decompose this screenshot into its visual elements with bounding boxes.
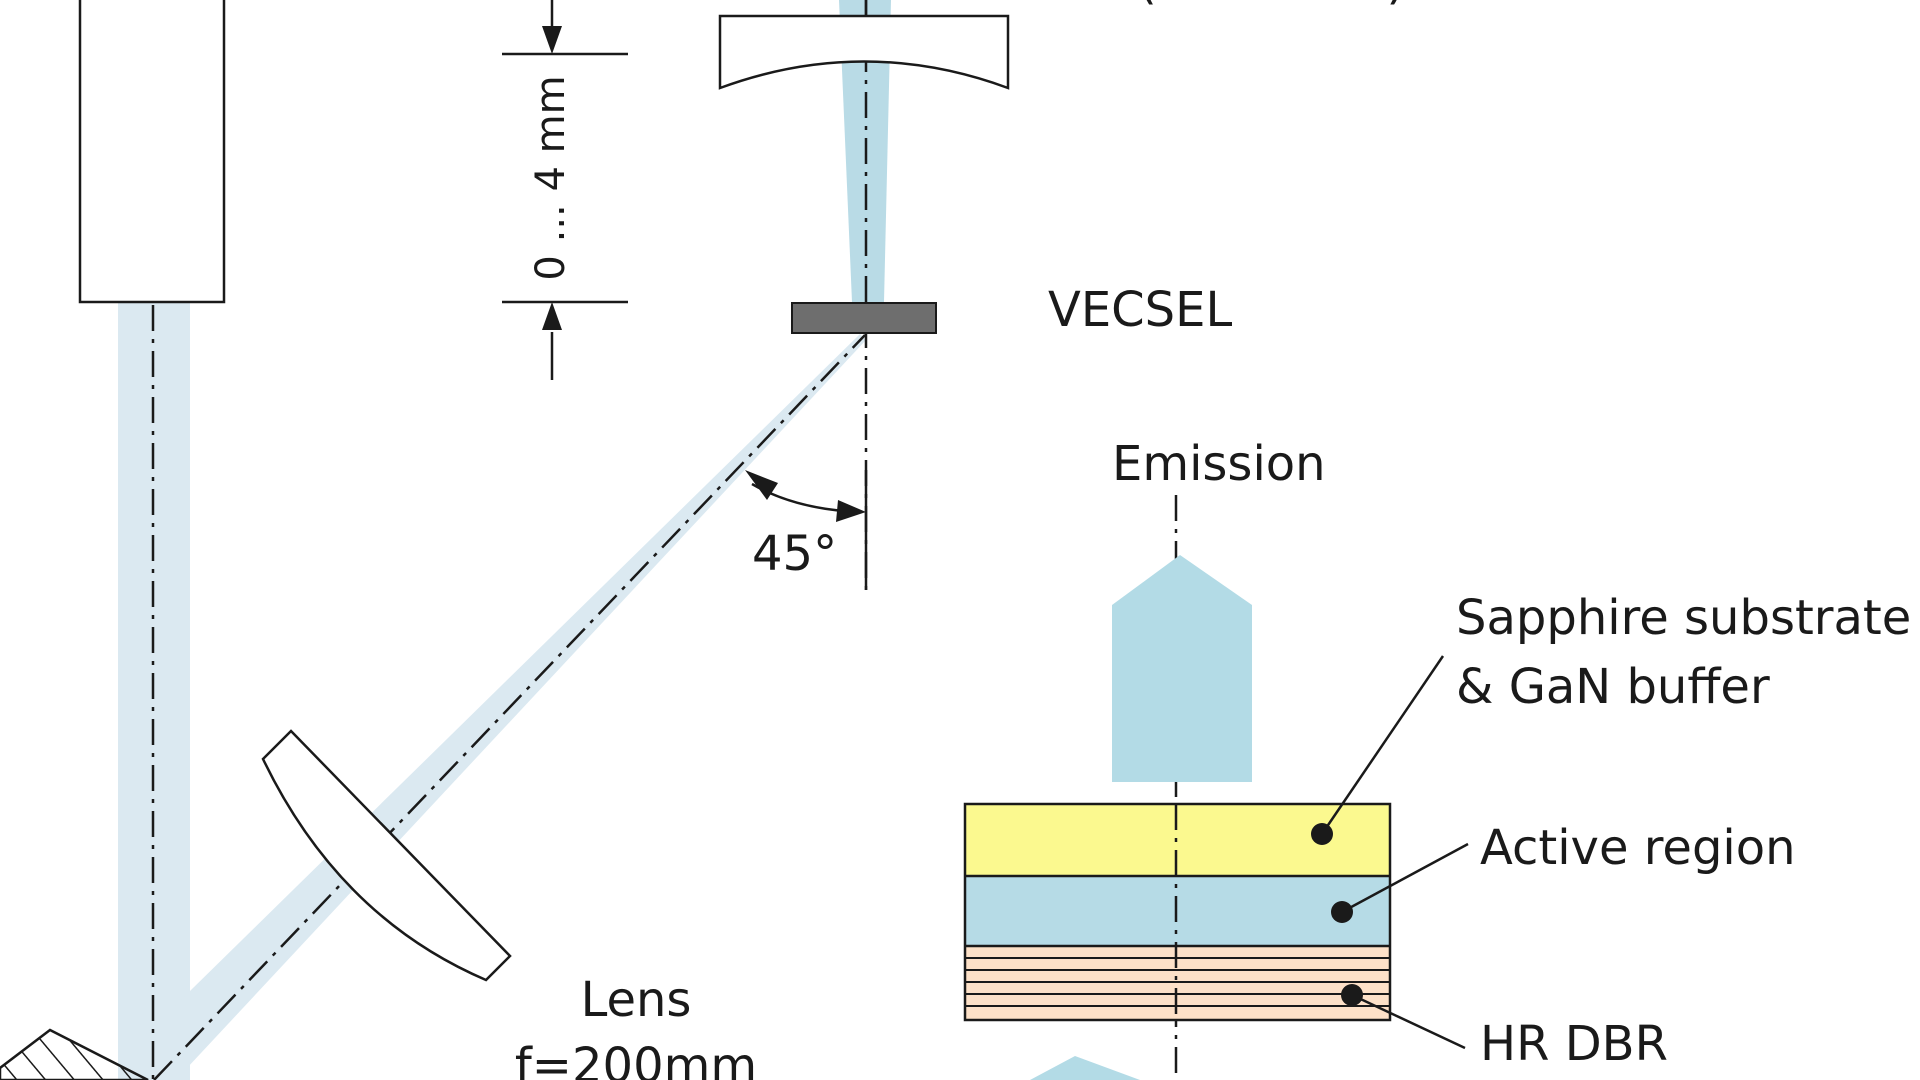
pump-laser-housing <box>78 0 226 304</box>
dbr-stripes <box>965 957 1390 1007</box>
pump-beam-diagonal <box>140 334 866 1068</box>
vecsel-chip <box>791 302 937 334</box>
sapphire-leader <box>1320 655 1445 835</box>
diagonal-axis <box>153 334 866 1080</box>
emission-arrow <box>1112 555 1252 782</box>
sapphire-dot <box>1311 823 1333 845</box>
focusing-lens <box>261 729 512 982</box>
active-leader <box>1341 842 1469 914</box>
sapphire-label-line1: Sapphire substrate <box>1456 590 1911 646</box>
active-region-label: Active region <box>1480 820 1796 876</box>
active-dot <box>1331 901 1353 923</box>
lens-label-line2: f=200mm <box>515 1038 757 1080</box>
dbr-leader <box>1351 993 1466 1050</box>
angle-label: 45° <box>752 526 837 582</box>
layer-stack <box>963 802 1392 1022</box>
emission-label: Emission <box>1112 436 1326 492</box>
active-layer <box>965 876 1390 946</box>
dbr-dot <box>1341 984 1363 1006</box>
distance-label: 0 ... 4 mm <box>528 75 574 280</box>
pump-spot-partial <box>1030 1056 1140 1080</box>
folding-mirror <box>0 1028 149 1080</box>
angle-arc <box>745 470 866 522</box>
sapphire-label-line2: & GaN buffer <box>1456 659 1770 715</box>
top-partial-label: (r=50 mm) <box>1138 0 1405 10</box>
output-coupler-mirror <box>718 14 1010 90</box>
hr-dbr-label: HR DBR <box>1480 1016 1668 1072</box>
lens-label-line1: Lens <box>581 972 692 1028</box>
distance-dimension <box>502 0 628 380</box>
vecsel-label: VECSEL <box>1048 282 1232 338</box>
